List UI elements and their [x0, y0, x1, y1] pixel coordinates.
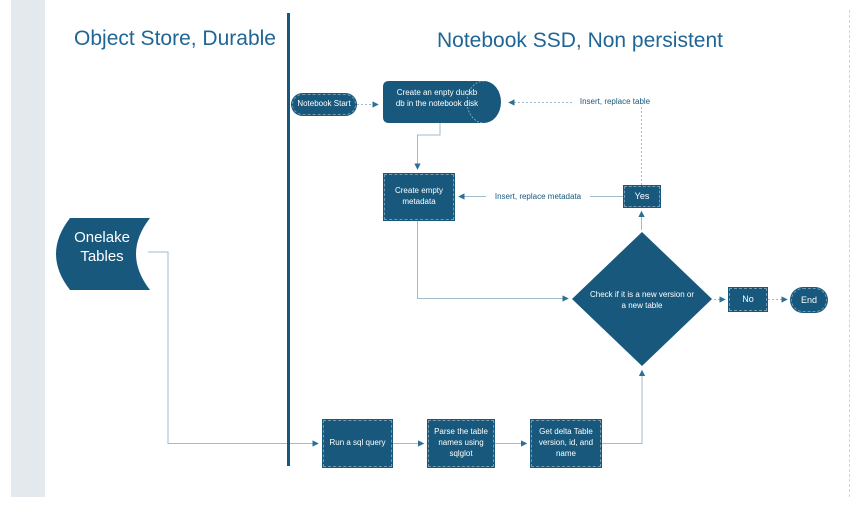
onelake-tables-shape	[56, 218, 150, 290]
left-margin-strip	[11, 0, 45, 497]
edge-onelake-to-run	[148, 251, 319, 447]
node-get-delta-table: Get delta Table version, id, and name	[530, 419, 602, 468]
edge-label-insert-replace-metadata: Insert, replace metadata	[486, 192, 590, 201]
node-notebook-start: Notebook Start	[291, 93, 357, 116]
node-end: End	[790, 287, 828, 313]
node-yes: Yes	[623, 185, 661, 208]
edge-cylinder-to-metadata	[414, 123, 441, 170]
node-no: No	[728, 287, 768, 312]
node-parse-table-names: Parse the table names using sqlglot	[427, 419, 495, 468]
node-create-empty-metadata: Create empty metadata	[383, 173, 455, 221]
edge-yes-to-cylinder	[508, 99, 642, 185]
edge-label-insert-replace-table: Insert, replace table	[572, 97, 658, 106]
duckdb-cylinder-shape	[383, 80, 501, 124]
onelake-tables-label: Onelake Tables	[74, 229, 130, 265]
zone-title-notebook-ssd: Notebook SSD, Non persistent	[437, 29, 723, 52]
canvas-right-border	[849, 10, 850, 497]
node-run-sql-query: Run a sql query	[322, 419, 393, 468]
node-create-duckdb-label: Create an enpty duckb db in the notebook…	[395, 88, 479, 108]
node-decision-label: Check if it is a new version or a new ta…	[589, 290, 695, 310]
edge-delta-to-diamond	[602, 369, 646, 444]
zone-divider-line	[287, 13, 290, 466]
decision-diamond-shape	[572, 232, 712, 366]
edge-metadata-to-diamond	[417, 221, 569, 302]
zone-title-object-store: Object Store, Durable	[74, 27, 276, 50]
